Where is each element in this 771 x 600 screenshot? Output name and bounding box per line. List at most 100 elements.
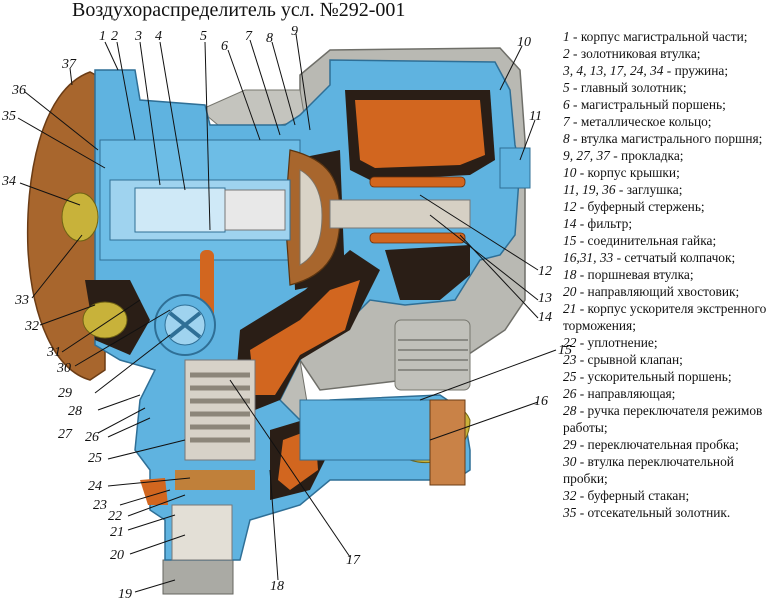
legend-item: 25 - ускорительный поршень; <box>563 368 768 385</box>
callout-37: 37 <box>61 57 77 72</box>
legend-number: 21 <box>563 301 577 316</box>
callout-26: 26 <box>85 430 99 445</box>
legend-text: - сетчатый колпачок; <box>613 250 736 265</box>
callout-21: 21 <box>110 525 124 540</box>
legend-item: 22 - уплотнение; <box>563 334 768 351</box>
legend-item: 2 - золотниковая втулка; <box>563 45 768 62</box>
legend-text: - магистральный поршень; <box>569 97 726 112</box>
callout-15: 15 <box>558 343 572 358</box>
callout-4: 4 <box>155 29 162 44</box>
callout-29: 29 <box>58 386 72 401</box>
legend-number: 10 <box>563 165 577 180</box>
legend-number: 32 <box>563 488 577 503</box>
callout-13: 13 <box>538 291 552 306</box>
legend-text: - заглушка; <box>615 182 683 197</box>
legend-number: 30 <box>563 454 577 469</box>
legend-text: - корпус крышки; <box>576 165 680 180</box>
legend-item: 15 - соединительная гайка; <box>563 232 768 249</box>
callout-19: 19 <box>118 587 132 600</box>
legend-text: - втулка магистрального поршня; <box>569 131 763 146</box>
legend-number: 35 <box>563 505 577 520</box>
callout-10: 10 <box>517 35 531 50</box>
legend-item: 16,31, 33 - сетчатый колпачок; <box>563 249 768 266</box>
legend-number: 25 <box>563 369 577 384</box>
callout-25: 25 <box>88 451 102 466</box>
legend-number: 29 <box>563 437 577 452</box>
legend-text: - направляющий хвостовик; <box>576 284 740 299</box>
callout-numbers: 1 2 3 4 5 6 7 8 9 10 11 12 13 14 15 16 1… <box>1 24 572 600</box>
callout-1: 1 <box>99 29 106 44</box>
legend-text: - соединительная гайка; <box>576 233 717 248</box>
callout-20: 20 <box>110 548 124 563</box>
outlet-plug-11 <box>499 147 531 189</box>
legend-item: 11, 19, 36 - заглушка; <box>563 181 768 198</box>
legend-number: 22 <box>563 335 577 350</box>
callout-11: 11 <box>529 109 542 124</box>
legend-item: 18 - поршневая втулка; <box>563 266 768 283</box>
legend-number: 2 <box>563 46 570 61</box>
legend-item: 10 - корпус крышки; <box>563 164 768 181</box>
callout-6: 6 <box>221 39 228 54</box>
legend-item: 23 - срывной клапан; <box>563 351 768 368</box>
legend-text: - металлическое кольцо; <box>569 114 712 129</box>
legend-text: - уплотнение; <box>576 335 658 350</box>
legend-number: 28 <box>563 403 577 418</box>
legend-text: - отсекательный золотник. <box>576 505 731 520</box>
diagram-title: Воздухораспределитель усл. №292-001 <box>72 0 406 21</box>
callout-16: 16 <box>534 394 548 409</box>
legend-item: 28 - ручка переключателя режимов работы; <box>563 402 768 436</box>
callout-28: 28 <box>68 404 82 419</box>
leader-lines <box>17 33 557 593</box>
callout-35: 35 <box>1 109 16 124</box>
legend-item: 35 - отсекательный золотник. <box>563 504 768 521</box>
accelerator-spring <box>171 359 256 561</box>
legend-number: 5 <box>563 80 570 95</box>
connection-nut <box>299 399 466 486</box>
callout-18: 18 <box>270 579 284 594</box>
legend-item: 9, 27, 37 - прокладка; <box>563 147 768 164</box>
legend-text: - переключательная пробка; <box>576 437 739 452</box>
legend-number: 6 <box>563 97 570 112</box>
legend-item: 3, 4, 13, 17, 24, 34 - пружина; <box>563 62 768 79</box>
legend-text: - ручка переключателя режимов работы; <box>563 403 763 435</box>
legend-text: - пружина; <box>663 63 729 78</box>
callout-30: 30 <box>56 361 71 376</box>
callout-7: 7 <box>245 29 253 44</box>
callout-33: 33 <box>14 293 29 308</box>
legend-number: 8 <box>563 131 570 146</box>
legend-number: 26 <box>563 386 577 401</box>
legend-number: 14 <box>563 216 577 231</box>
callout-5: 5 <box>200 29 207 44</box>
legend-number: 15 <box>563 233 577 248</box>
legend-item: 29 - переключательная пробка; <box>563 436 768 453</box>
legend-text: - фильтр; <box>576 216 633 231</box>
callout-31: 31 <box>46 345 61 360</box>
legend-item: 32 - буферный стакан; <box>563 487 768 504</box>
legend-number: 7 <box>563 114 570 129</box>
callout-27: 27 <box>58 427 73 442</box>
callout-17: 17 <box>346 553 361 568</box>
legend-text: - втулка переключательной пробки; <box>563 454 734 486</box>
legend-item: 26 - направляющая; <box>563 385 768 402</box>
legend-text: - буферный стержень; <box>576 199 705 214</box>
legend-item: 1 - корпус магистральной части; <box>563 28 768 45</box>
callout-9: 9 <box>291 24 298 39</box>
legend-item: 7 - металлическое кольцо; <box>563 113 768 130</box>
legend-text: - корпус ускорителя экстренного торможен… <box>563 301 767 333</box>
switch-plug <box>154 294 216 356</box>
callout-24: 24 <box>88 479 102 494</box>
legend-number: 18 <box>563 267 577 282</box>
legend-text: - золотниковая втулка; <box>569 46 701 61</box>
callout-2: 2 <box>111 29 118 44</box>
callout-34: 34 <box>1 174 16 189</box>
legend-text: - направляющая; <box>576 386 676 401</box>
legend-text: - срывной клапан; <box>576 352 683 367</box>
legend-item: 30 - втулка переключательной пробки; <box>563 453 768 487</box>
legend-number: 9, 27, 37 <box>563 148 610 163</box>
callout-32: 32 <box>24 319 39 334</box>
legend-text: - поршневая втулка; <box>576 267 694 282</box>
parts-legend: 1 - корпус магистральной части;2 - золот… <box>563 28 768 521</box>
legend-text: - главный золотник; <box>569 80 687 95</box>
legend-number: 3, 4, 13, 17, 24, 34 <box>563 63 664 78</box>
callout-22: 22 <box>108 509 122 524</box>
